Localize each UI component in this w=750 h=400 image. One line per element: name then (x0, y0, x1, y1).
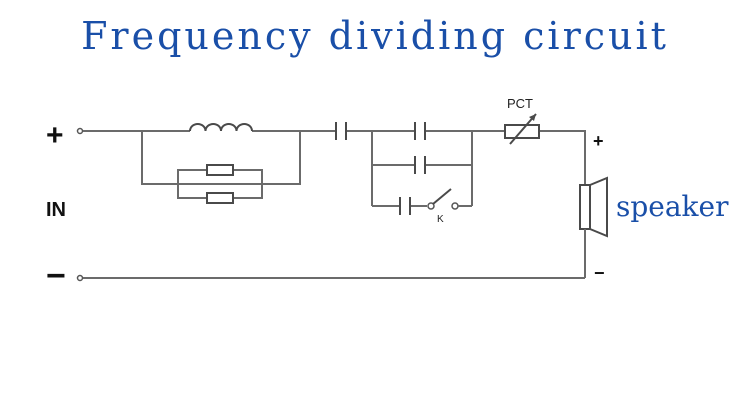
switch-blade (432, 188, 452, 205)
diagram-title: Frequency dividing circuit (81, 14, 669, 58)
input-plus-terminal (76, 127, 84, 135)
input-minus-terminal (76, 274, 84, 282)
pct-thermistor (504, 124, 540, 139)
switch-label: K (437, 214, 444, 225)
resistor-2 (206, 192, 234, 204)
resistor-bypass-wire (141, 131, 301, 185)
input-plus-symbol: + (46, 119, 64, 152)
capacitor-3 (399, 197, 411, 215)
capacitor-1 (414, 122, 426, 140)
capacitor-2 (414, 156, 426, 174)
speaker-body (579, 184, 591, 230)
resistor-parallel-wires (177, 169, 263, 199)
speaker-label: speaker (616, 190, 729, 223)
output-plus-symbol: + (593, 131, 604, 151)
series-capacitor (335, 122, 347, 140)
speaker-cone (589, 176, 608, 238)
resistor-1 (206, 164, 234, 176)
switch-contact-right (451, 202, 459, 210)
switch-contact-left (427, 202, 435, 210)
output-minus-symbol: − (594, 263, 605, 283)
pct-arrow-head (529, 114, 536, 121)
pct-label: PCT (507, 96, 533, 111)
input-label: IN (46, 199, 66, 221)
input-minus-symbol: − (46, 257, 66, 295)
top-wire-5 (539, 130, 586, 185)
inductor (189, 123, 253, 132)
